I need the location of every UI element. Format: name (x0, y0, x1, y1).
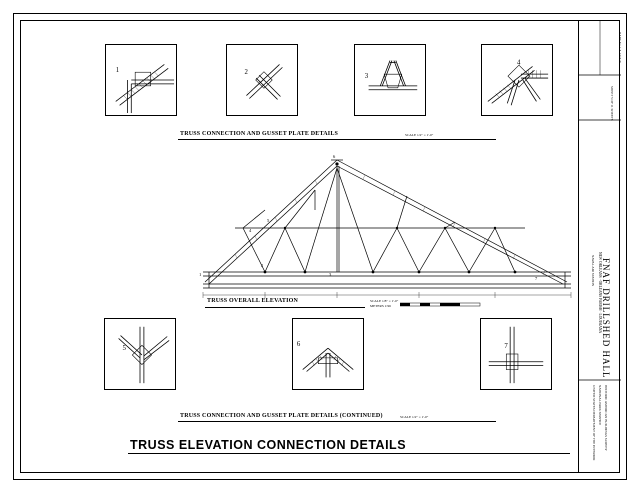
elevation-caption-rule (205, 307, 365, 308)
inner-border (20, 20, 620, 473)
detail-3-box: 3 (354, 44, 426, 116)
survey-number: HABS No. LA-1316-B (618, 32, 622, 63)
sheet-number: SHEET 5 OF 11 SHEETS (610, 86, 614, 121)
detail-3-drawing: 3 (365, 60, 418, 91)
survey-name: HISTORIC AMERICAN BUILDINGS SURVEY (604, 385, 608, 451)
detail-7-box: 7 (480, 318, 552, 390)
detail-3-number: 3 (365, 73, 369, 80)
top-caption-rule (178, 139, 496, 140)
bottom-details-caption: TRUSS CONNECTION AND GUSSET PLATE DETAIL… (180, 413, 383, 419)
detail-6-drawing: 6 (297, 341, 354, 378)
callout-1: 1 (199, 272, 201, 277)
truss-elevation: 1 2 3 4 5 6 7 (195, 150, 575, 310)
graphic-scale-bar (400, 302, 481, 307)
title-block (578, 20, 621, 473)
detail-5-drawing: 5 (118, 326, 170, 384)
truss-elevation-drawing: 1 2 3 4 5 6 7 (199, 154, 572, 298)
sheet-title: TRUSS ELEVATION CONNECTION DETAILS (130, 438, 407, 452)
callout-5: 5 (267, 218, 270, 223)
detail-6-box: 6 (292, 318, 364, 390)
detail-7-drawing: 7 (488, 326, 544, 384)
top-details-scale: SCALE 1/2" = 1'-0" (405, 133, 434, 137)
sheet-title-rule (128, 453, 570, 454)
callout-7: 7 (535, 276, 538, 281)
detail-4-box: 4 (481, 44, 553, 116)
detail-1-box: 1 (105, 44, 177, 116)
callout-6: 6 (333, 154, 336, 159)
outer-border (13, 13, 627, 480)
elevation-scale-metric: METERS 1:96 (370, 304, 391, 308)
top-details-caption: TRUSS CONNECTION AND GUSSET PLATE DETAIL… (180, 131, 339, 137)
detail-6-number: 6 (297, 341, 301, 348)
agency-name: NATIONAL PARK SERVICE (598, 385, 602, 426)
building-title: FNAF DRILLSHED HALL (601, 258, 611, 379)
department-name: UNITED STATES DEPARTMENT OF THE INTERIOR (592, 385, 596, 461)
detail-1-drawing: 1 (115, 64, 175, 114)
detail-5-number: 5 (123, 345, 127, 352)
detail-2-drawing: 2 (245, 64, 283, 100)
elevation-caption: TRUSS OVERALL ELEVATION (207, 298, 299, 304)
detail-2-box: 2 (226, 44, 298, 116)
building-location: NEW ORLEANS · ORLEANS PARISH · LOUISIANA (598, 252, 602, 334)
detail-1-number: 1 (116, 67, 119, 74)
title-block-lines (579, 20, 621, 381)
building-address: NAVAL AIR STATION (591, 255, 595, 287)
bottom-details-scale: SCALE 1/2" = 1'-0" (400, 415, 429, 419)
callout-4: 4 (249, 228, 252, 233)
detail-4-drawing: 4 (487, 59, 549, 106)
callout-3: 3 (329, 272, 332, 277)
detail-2-number: 2 (245, 69, 249, 76)
detail-5-box: 5 (104, 318, 176, 390)
callout-2: 2 (261, 263, 263, 268)
detail-4-number: 4 (517, 59, 521, 66)
elevation-scale: SCALE 1/8" = 1'-0" (370, 299, 399, 303)
detail-7-number: 7 (504, 343, 508, 350)
bottom-caption-rule (178, 421, 496, 422)
